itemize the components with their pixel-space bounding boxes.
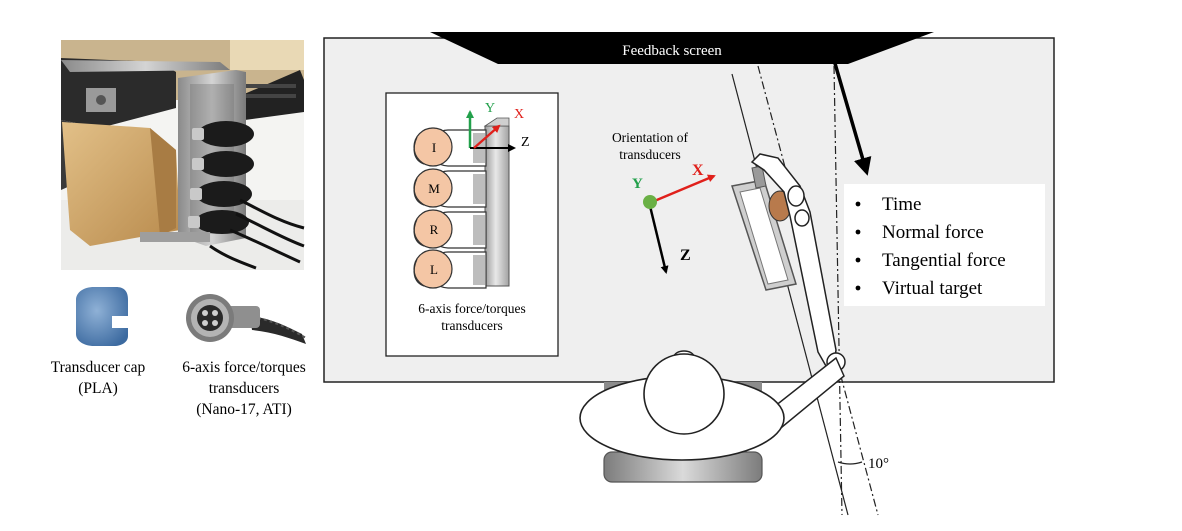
inset-caption-line2: transducers [441,318,502,333]
feedback-list: Time Normal force Tangential force Virtu… [855,194,1006,299]
finger-label-1: M [428,181,440,196]
feedback-item-3: Virtual target [882,278,983,299]
feedback-screen-label: Feedback screen [622,43,722,59]
finger-label-3: L [430,262,438,277]
finger-inset: I M R L Y X Z 6-axis force/torques trans… [385,92,559,357]
orientation-title-line1: Orientation of [612,130,689,145]
feedback-item-2: Tangential force [882,250,1006,271]
orientation-y-label: Y [632,176,643,192]
finger-label-0: I [432,140,436,155]
cap-photo-icon [76,287,128,346]
sensor-label-line2: transducers [209,380,280,397]
orientation-title-line2: transducers [619,147,680,162]
sensor-photo-icon [186,294,307,344]
orientation-z-label: Z [680,247,691,264]
finger-label-2: R [430,222,439,237]
participant-icon [579,350,785,461]
cap-label-line2: (PLA) [78,380,118,397]
orientation-z-axis [648,205,669,274]
angle-label: 10° [868,456,889,472]
sensor-label-line1: 6-axis force/torques [182,359,306,376]
cap-label-line1: Transducer cap [51,359,146,376]
inset-caption-line1: 6-axis force/torques [418,301,526,316]
orientation-diagram: Orientation of transducers Y X Z [612,130,716,274]
apparatus-photo-icon [61,40,305,270]
orientation-x-label: X [692,162,704,179]
feedback-list-box [844,184,1045,306]
inset-y-label: Y [485,101,495,116]
inset-x-axis [473,124,501,149]
reference-lines [731,65,879,516]
screen-arrow [832,59,872,176]
feedback-item-0: Time [882,194,921,215]
orientation-x-axis [651,174,716,204]
feedback-screen-icon [430,32,934,64]
sensor-label-line3: (Nano-17, ATI) [196,401,292,418]
inset-x-label: X [514,107,524,122]
orientation-y-dot [643,195,657,209]
feedback-item-1: Normal force [882,222,984,243]
inset-z-label: Z [521,135,530,150]
